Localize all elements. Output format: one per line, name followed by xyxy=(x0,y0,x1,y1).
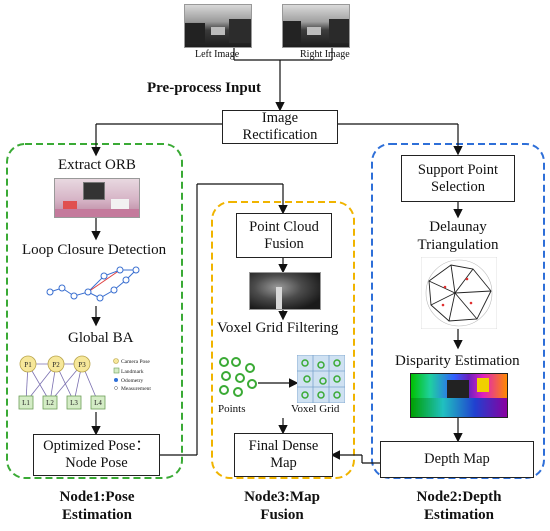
point-cloud-line2: Fusion xyxy=(264,235,304,252)
ba-legend-measurement: Measurement xyxy=(121,386,151,392)
node1-title-line1: Node1:Pose xyxy=(59,489,135,505)
ba-graph: P1 P2 P3 L1 L2 L3 L4 Camera Pose Landmar… xyxy=(18,355,151,410)
ba-legend-camera-pose: Camera Pose xyxy=(121,359,150,365)
point-cloud-fusion-box[interactable]: Point Cloud Fusion xyxy=(236,213,332,258)
right-image-label: Right Image xyxy=(300,49,350,60)
node2-title-line1: Node2:Depth xyxy=(416,489,502,505)
point-cloud-image xyxy=(249,272,321,310)
voxel-grid-graphic xyxy=(297,355,345,403)
right-image-thumbnail xyxy=(282,4,350,48)
loop-closure-label: Loop Closure Detection xyxy=(22,242,167,258)
optimized-pose-line2: Node Pose xyxy=(65,455,128,471)
node3-title: Node3:Map Fusion xyxy=(230,488,334,524)
extract-orb-label: Extract ORB xyxy=(58,157,136,173)
ba-p2: P2 xyxy=(52,361,60,369)
node3-title-line2: Fusion xyxy=(260,507,304,523)
ba-legend-odometry: Odometry xyxy=(121,378,144,384)
node3-title-line1: Node3:Map xyxy=(244,489,320,505)
support-point-selection-box[interactable]: Support Point Selection xyxy=(401,155,515,202)
final-dense-map-box[interactable]: Final Dense Map xyxy=(234,433,333,477)
ba-l4: L4 xyxy=(94,399,102,407)
ba-l1: L1 xyxy=(22,399,30,407)
ba-p3: P3 xyxy=(78,361,86,369)
delaunay-line1: Delaunay xyxy=(429,219,487,235)
points-cluster xyxy=(219,357,257,397)
ba-legend-landmark: Landmark xyxy=(121,369,144,375)
disparity-estimation-label: Disparity Estimation xyxy=(395,353,520,369)
ba-l3: L3 xyxy=(70,399,78,407)
rectification-line2: Rectification xyxy=(242,127,318,143)
node2-title-line2: Estimation xyxy=(423,507,494,523)
ba-p1: P1 xyxy=(24,361,32,369)
point-cloud-line1: Point Cloud xyxy=(249,218,319,235)
points-label: Points xyxy=(218,403,246,415)
ba-l2: L2 xyxy=(46,399,54,407)
delaunay-line2: Triangulation xyxy=(417,237,499,253)
voxel-grid-label: Voxel Grid xyxy=(291,403,340,415)
support-point-line1: Support Point xyxy=(417,161,499,178)
left-image-thumbnail xyxy=(184,4,252,48)
depth-map-label: Depth Map xyxy=(424,451,490,467)
support-point-line2: Selection xyxy=(431,178,485,195)
final-map-line1: Final Dense xyxy=(248,438,319,454)
delaunay-triangulation-label: Delaunay Triangulation xyxy=(408,218,508,254)
disparity-map-image xyxy=(410,373,508,418)
delaunay-mesh xyxy=(421,257,497,329)
depth-map-box[interactable]: Depth Map xyxy=(380,441,534,478)
node2-title: Node2:Depth Estimation xyxy=(405,488,513,524)
global-ba-label: Global BA xyxy=(68,330,134,346)
node1-title-line2: Estimation xyxy=(61,507,132,523)
optimized-pose-line1: Optimized Pose： xyxy=(43,438,150,454)
loop-closure-graph xyxy=(46,266,140,302)
voxel-grid-filtering-label: Voxel Grid Filtering xyxy=(217,320,339,336)
node1-title: Node1:Pose Estimation xyxy=(45,488,149,524)
rectification-line1: Image xyxy=(261,110,299,126)
optimized-pose-box[interactable]: Optimized Pose： Node Pose xyxy=(33,434,160,476)
node3-group-border xyxy=(211,201,355,479)
preprocess-input-label: Pre-process Input xyxy=(147,80,262,96)
left-image-label: Left Image xyxy=(195,49,240,60)
image-rectification-box[interactable]: Image Rectification xyxy=(222,110,338,144)
final-map-line2: Map xyxy=(270,455,297,471)
node1-group-border xyxy=(6,143,183,479)
orb-features-image xyxy=(54,178,140,218)
